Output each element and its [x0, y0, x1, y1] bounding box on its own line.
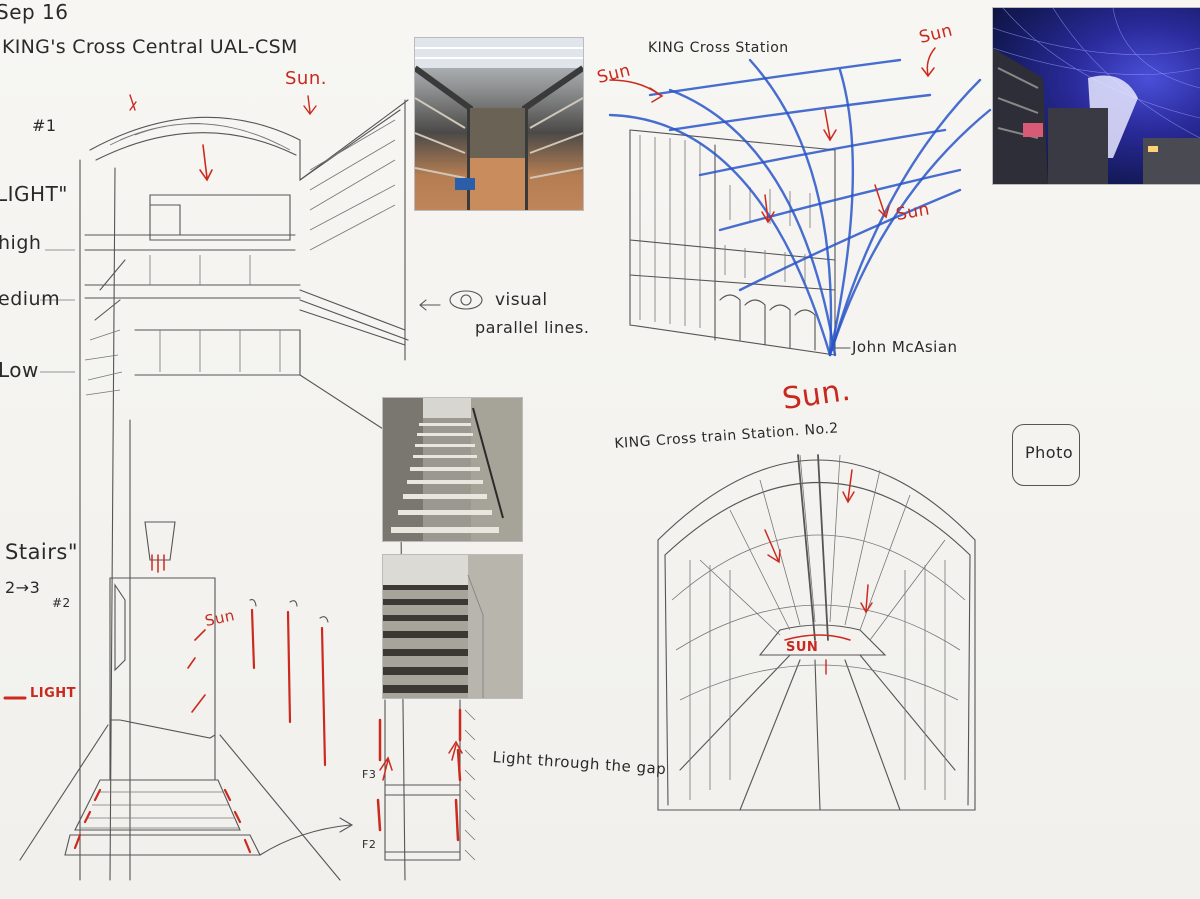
floor-label-f3: F3 [362, 768, 377, 781]
stairs-title: Stairs" [5, 540, 79, 564]
atrium-sketch [40, 94, 409, 881]
stairs-sketch [3, 521, 354, 881]
stairs-number: #2 [52, 596, 71, 610]
tunnel-sketch [657, 454, 976, 811]
level-high: high [0, 232, 42, 254]
vanishing-sun-label: SUN [786, 640, 819, 655]
gap-section-sketch [376, 699, 476, 861]
level-medium: edium [0, 288, 61, 310]
atrium-photo [415, 38, 583, 210]
station1-title: KING Cross Station [648, 40, 789, 56]
stairs-floor-range: 2→3 [5, 578, 41, 597]
architect-credit: John McAsian [852, 338, 958, 356]
visual-note-line2: parallel lines. [475, 318, 590, 337]
floor-label-f2: F2 [362, 838, 377, 851]
page-title: KING's Cross Central UAL-CSM [2, 36, 298, 58]
sun-label-atrium: Sun. [285, 68, 327, 89]
photo-placeholder-label: Photo [1025, 443, 1074, 462]
stairs-photo-1 [383, 398, 522, 541]
photo-placeholder-box: Photo [1012, 424, 1080, 486]
visual-note-line1: visual [495, 290, 548, 310]
station-roof-sketch [608, 47, 992, 357]
light-legend: LIGHT [30, 686, 77, 701]
level-low: Low [0, 358, 39, 382]
sketch-number: #1 [32, 116, 57, 135]
stairs-photo-2 [383, 555, 522, 698]
light-heading: LIGHT" [0, 182, 68, 206]
eye-icon [419, 290, 483, 311]
date-label: Sep 16 [0, 0, 69, 24]
roof-photo [993, 8, 1200, 184]
